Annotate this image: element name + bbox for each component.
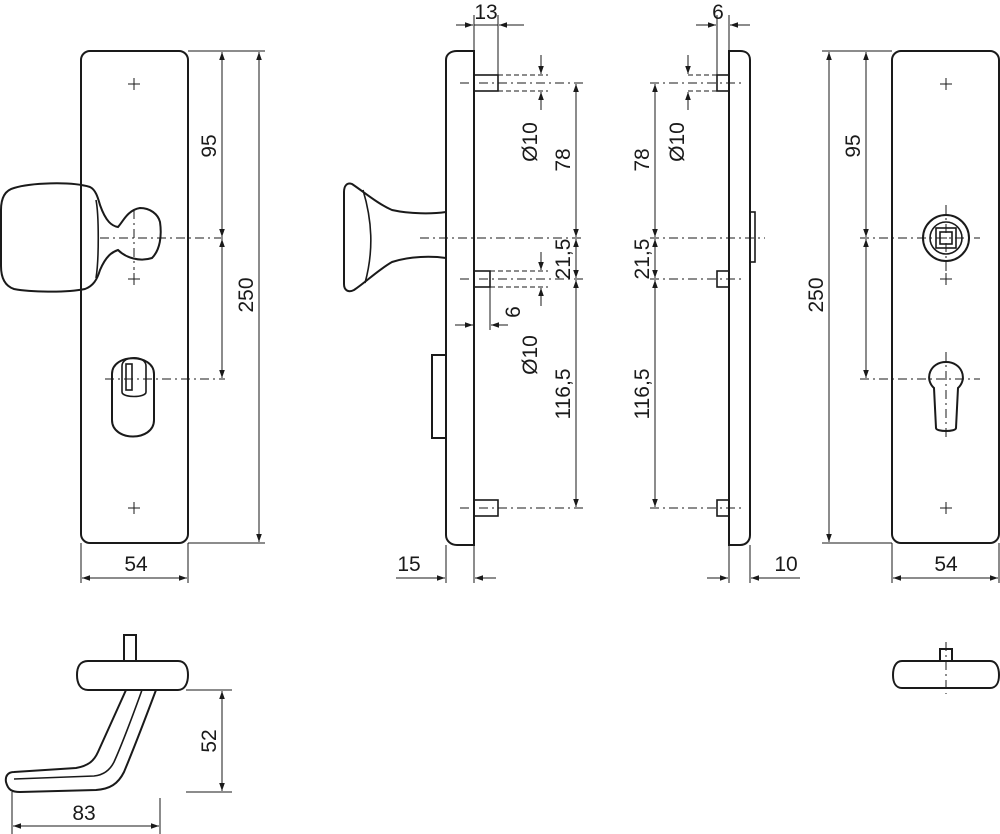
dim-13: 13 <box>474 1 497 24</box>
dim-83: 83 <box>72 802 95 825</box>
screw-mark-middle-right <box>940 273 952 285</box>
dim-95-left: 95 <box>198 134 221 157</box>
screw-mark-top <box>128 78 140 90</box>
back-plate-profile <box>728 50 751 546</box>
screw-mark-middle <box>128 273 140 285</box>
dim-95-right: 95 <box>842 134 865 157</box>
knob-front <box>0 182 162 293</box>
dim-78-side: 78 <box>552 148 575 171</box>
side-plate-profile <box>445 50 475 546</box>
back-plate-top <box>891 660 1000 689</box>
dim-6-back: 6 <box>712 1 724 24</box>
back-escutcheon-plate <box>891 50 1000 544</box>
dim-21-5-back: 21,5 <box>631 239 654 280</box>
dim-d10-top: Ø10 <box>519 122 542 162</box>
screw-mark-bottom <box>128 502 140 514</box>
dim-6-side: 6 <box>502 306 525 318</box>
escutcheon-plate <box>80 50 189 544</box>
dim-54-right: 54 <box>934 553 958 576</box>
side-view: 13 Ø10 78 21,5 116,5 Ø10 6 15 <box>343 1 583 583</box>
handle-lever-top <box>4 689 157 794</box>
top-view-back-plate <box>891 642 1000 694</box>
screw-mark-top-right <box>940 78 952 90</box>
side-lock-tab <box>431 354 446 439</box>
dim-116-5-back: 116,5 <box>631 369 654 420</box>
dim-250-right: 250 <box>805 277 828 312</box>
front-view-right: 95 250 54 <box>805 50 1000 583</box>
dim-d10-back: Ø10 <box>666 122 689 162</box>
dim-54-left: 54 <box>124 553 148 576</box>
dim-15: 15 <box>397 553 420 576</box>
dim-52: 52 <box>198 729 221 752</box>
dim-78-back: 78 <box>631 148 654 171</box>
dim-116-5-side: 116,5 <box>552 369 575 420</box>
dim-10: 10 <box>774 553 797 576</box>
top-view-handle: 52 83 <box>4 634 232 834</box>
dim-d10-bottom: Ø10 <box>519 335 542 375</box>
side-knob <box>343 182 447 293</box>
dim-21-5-side: 21,5 <box>552 239 575 280</box>
screw-mark-bottom-right <box>940 502 952 514</box>
back-side-view: 6 Ø10 78 21,5 116,5 10 <box>631 1 800 583</box>
cylinder-keyhole <box>111 357 155 438</box>
back-plate-boss <box>749 211 756 263</box>
handle-spindle-top <box>123 634 137 662</box>
dim-250-left: 250 <box>235 277 258 312</box>
back-cylinder-keyhole <box>928 360 964 432</box>
handle-rosette-top <box>75 660 190 691</box>
front-view-left: 95 250 54 <box>0 50 265 583</box>
